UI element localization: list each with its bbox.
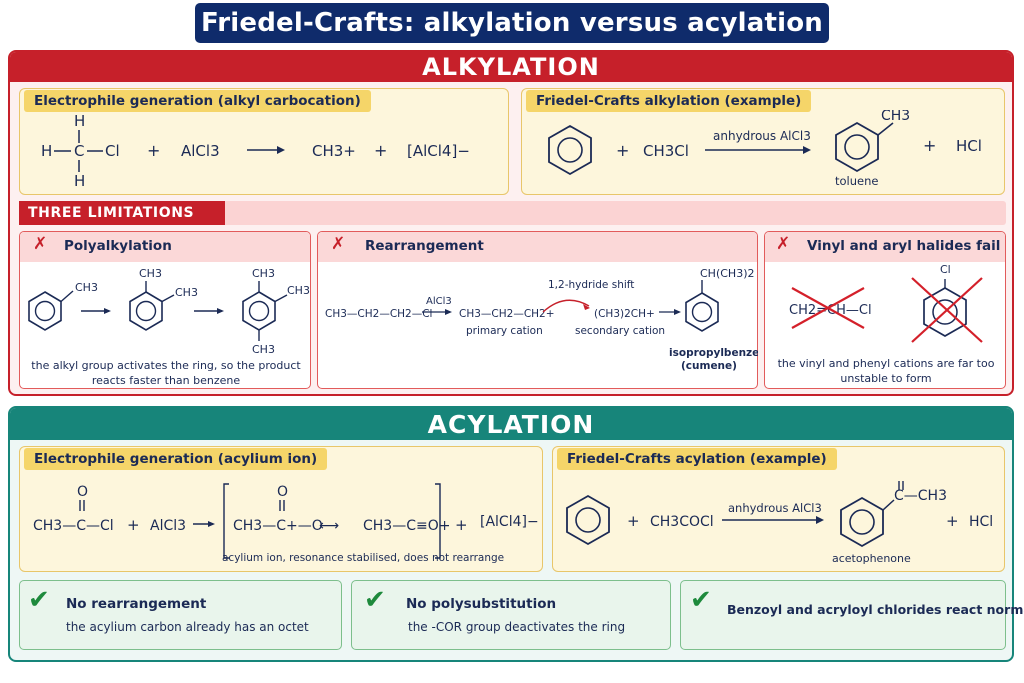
alcl3-label: AlCl3 [426, 296, 452, 307]
h-top: H [74, 112, 85, 130]
advantage-title-1: No rearrangement [66, 596, 207, 612]
advantage-card-3 [680, 580, 1006, 650]
secondary-cation-label: secondary cation [575, 325, 665, 337]
polyalkylation-note: the alkyl group activates the ring, so t… [31, 359, 301, 387]
polyalkylation-panel [19, 231, 311, 389]
alkylation-heading: ALKYLATION [10, 52, 1012, 82]
benzene-ring [566, 494, 610, 546]
rearrangement-diagram: CH3—CH2—CH2—Cl AlCl3 CH3—CH2—CH2+ primar… [325, 267, 758, 372]
trimethylbenzene-ring [242, 281, 288, 341]
advantage-card-1 [19, 580, 342, 650]
advantage-note-1: the acylium carbon already has an octet [66, 620, 309, 634]
plus-sign: + [147, 141, 160, 160]
toluene-ring [28, 290, 74, 331]
check-icon: ✔ [28, 585, 50, 615]
acetyl-chloride: CH3—C—Cl [33, 518, 114, 534]
vinyl-aryl-diagram: CH2=CH—Cl Cl [789, 263, 983, 343]
chloromethane: CH3Cl [643, 142, 689, 160]
polyalkylation-diagram: CH3 CH3 CH3 CH3 CH3 CH3 [28, 267, 310, 353]
check-icon: ✔ [364, 585, 386, 615]
alkyl-electrophile-label: Electrophile generation (alkyl carbocati… [24, 90, 371, 112]
carbonyl-oxygen: O [896, 470, 907, 471]
acylation-heading: ACYLATION [10, 408, 1012, 440]
plus-sign-2: + [923, 136, 936, 155]
alcl3-reagent: AlCl3 [150, 518, 186, 534]
cumene-name: isopropylbenzene [669, 347, 758, 359]
cumene-ring [685, 280, 719, 332]
cross-icon: ✗ [331, 234, 346, 254]
plus-sign-2: + [455, 516, 468, 534]
advantage-card-2 [351, 580, 671, 650]
advantage-title-2: No polysubstitution [406, 596, 557, 612]
resonance-arrow: ⟷ [319, 518, 339, 534]
vinyl-aryl-note: the vinyl and phenyl cations are far too… [777, 357, 995, 385]
propyl-chloride: CH3—CH2—CH2—Cl [325, 308, 432, 320]
h-left: H [41, 142, 52, 160]
acylium-electrophile-label: Electrophile generation (acylium ion) [24, 448, 328, 470]
ch3-6: CH3 [252, 343, 275, 353]
cumene-alias: (cumene) [681, 360, 737, 372]
page-title: Friedel-Crafts: alkylation versus acylat… [195, 3, 829, 43]
h-bottom: H [74, 172, 85, 190]
plus-sign: + [627, 512, 640, 530]
acylium-note: acylium ion, resonance stabilised, does … [222, 552, 504, 564]
alcl3-reagent: AlCl3 [181, 142, 220, 160]
resonance-oxygen: O [277, 484, 288, 500]
check-icon: ✔ [690, 585, 712, 615]
advantage-title-3: Benzoyl and acryloyl chlorides react nor… [727, 602, 1024, 617]
ch3-5: CH3 [287, 284, 310, 297]
xylene-ring [129, 281, 175, 331]
secondary-cation: (CH3)2CH+ [594, 308, 655, 320]
acetophenone-label: acetophenone [832, 552, 911, 565]
rearrangement-title: Rearrangement [365, 238, 484, 254]
toluene-label: toluene [835, 174, 878, 188]
acylation-example-label: Friedel-Crafts acylation (example) [557, 448, 837, 470]
resonance-form-1: CH3—C+—O [233, 518, 323, 534]
cross-icon: ✗ [776, 234, 791, 254]
primary-cation-label: primary cation [466, 325, 543, 337]
plus-sign-2: + [946, 512, 959, 530]
acylium-equation: O CH3—C—Cl + AlCl3 O CH3—C+—O ⟷ CH3—C≡O+… [33, 483, 539, 564]
chloro-substituent: Cl [940, 263, 951, 276]
toluene-ring [835, 121, 894, 173]
ch3-2: CH3 [139, 267, 162, 280]
acylation-example-equation: + CH3COCl anhydrous AlCl3 O C—CH3 acetop… [566, 470, 993, 565]
limitations-label: THREE LIMITATIONS [19, 201, 225, 225]
vinyl-aryl-title: Vinyl and aryl halides fail [807, 238, 1001, 254]
plus-sign-2: + [374, 141, 387, 160]
rearrangement-panel [317, 231, 758, 389]
vinyl-aryl-panel [764, 231, 1006, 389]
tetrachloroaluminate: [AlCl4]− [407, 142, 470, 160]
hcl-byproduct: HCl [969, 514, 993, 530]
condition-label: anhydrous AlCl3 [728, 501, 822, 515]
alkyl-electrophile-equation: H H C Cl H + AlCl3 CH3+ + [AlCl4]− [41, 112, 470, 190]
acetyl-group: C—CH3 [894, 488, 947, 504]
advantage-note-2: the -COR group deactivates the ring [408, 620, 626, 634]
ch3-3: CH3 [175, 286, 198, 299]
benzene-ring [548, 124, 592, 176]
primary-cation: CH3—CH2—CH2+ [459, 308, 555, 320]
alkylation-example-label: Friedel-Crafts alkylation (example) [526, 90, 812, 112]
condition-label: anhydrous AlCl3 [713, 129, 811, 143]
isopropyl-group: CH(CH3)2 [700, 267, 754, 280]
resonance-form-2: CH3—C≡O+ [363, 518, 450, 534]
alkylation-example-equation: + CH3Cl anhydrous AlCl3 CH3 toluene + HC… [548, 110, 982, 188]
tetrachloroaluminate: [AlCl4]− [480, 514, 539, 530]
plus-sign: + [127, 516, 140, 534]
acetophenone-ring [840, 496, 895, 548]
methyl-group: CH3 [881, 110, 910, 124]
hydride-shift-label: 1,2-hydride shift [548, 279, 634, 291]
ch3-1: CH3 [75, 281, 98, 294]
plus-sign: + [616, 141, 629, 160]
chlorobenzene-ring [923, 279, 967, 337]
acetyl-chloride: CH3COCl [650, 514, 714, 530]
cross-icon: ✗ [33, 234, 48, 254]
ch3-4: CH3 [252, 267, 275, 280]
hcl-byproduct: HCl [956, 137, 982, 155]
methyl-cation: CH3+ [312, 142, 356, 160]
c-center: C [74, 142, 84, 160]
polyalkylation-title: Polyalkylation [64, 238, 172, 254]
cl-atom: Cl [105, 142, 120, 160]
acyl-oxygen: O [77, 484, 88, 500]
